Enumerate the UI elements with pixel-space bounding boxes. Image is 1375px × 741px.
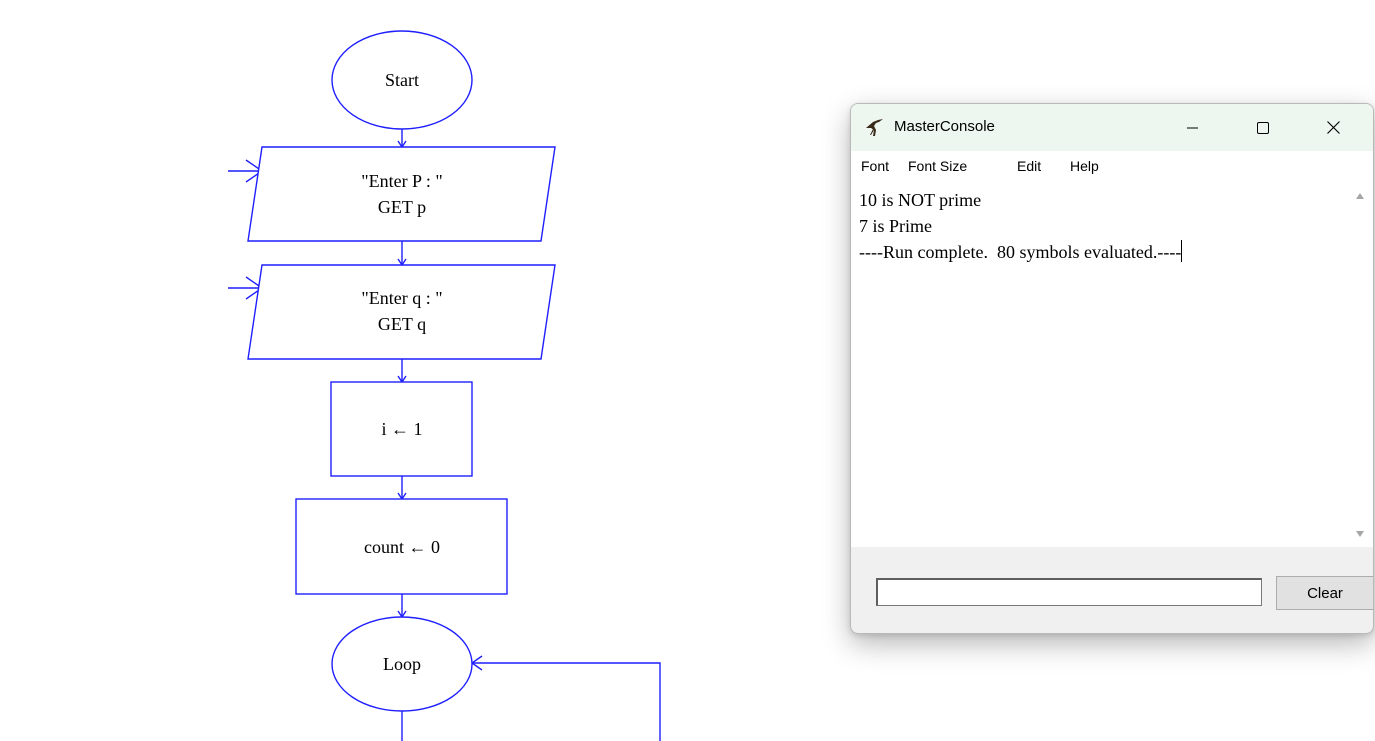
- output-line: 10 is NOT prime: [859, 190, 982, 210]
- scroll-down-arrow-icon[interactable]: [1356, 531, 1364, 537]
- output-line-text: ----Run complete. 80 symbols evaluated.-…: [859, 242, 1182, 262]
- output-line-last: ----Run complete. 80 symbols evaluated.-…: [859, 239, 1347, 265]
- master-console-window: MasterConsole Font Font Size Edit Help 1…: [850, 103, 1374, 634]
- flowchart-canvas: Start "Enter P : " GET p "Enter q : " GE…: [228, 30, 661, 741]
- menu-bar: Font Font Size Edit Help: [851, 151, 1373, 181]
- window-title: MasterConsole: [894, 118, 995, 135]
- minimize-icon: [1187, 127, 1198, 128]
- loop-label: Loop: [383, 654, 421, 674]
- title-bar[interactable]: MasterConsole: [851, 104, 1373, 151]
- input-p-get: GET p: [378, 197, 426, 217]
- command-input[interactable]: [876, 578, 1262, 606]
- menu-edit[interactable]: Edit: [1017, 158, 1042, 174]
- minimize-button[interactable]: [1170, 104, 1216, 151]
- console-output[interactable]: 10 is NOT prime 7 is Prime ----Run compl…: [851, 181, 1347, 547]
- output-line: 7 is Prime: [859, 216, 933, 236]
- assign-i-symbol[interactable]: i ← 1: [330, 381, 473, 477]
- assign-count-label: count ← 0: [364, 537, 440, 557]
- text-caret: [1181, 240, 1183, 262]
- menu-font[interactable]: Font: [861, 158, 890, 174]
- close-button[interactable]: [1310, 104, 1356, 151]
- start-label: Start: [385, 70, 419, 90]
- input-p-symbol[interactable]: "Enter P : " GET p: [247, 146, 556, 242]
- assign-i-label: i ← 1: [381, 419, 422, 439]
- clear-button[interactable]: Clear: [1276, 576, 1373, 610]
- output-scrollbar[interactable]: [1347, 181, 1373, 547]
- assign-count-symbol[interactable]: count ← 0: [295, 498, 508, 595]
- menu-font-size[interactable]: Font Size: [908, 158, 968, 174]
- raptor-icon: [866, 119, 883, 136]
- loop-symbol[interactable]: Loop: [331, 616, 473, 712]
- input-q-get: GET q: [378, 314, 426, 334]
- maximize-button[interactable]: [1240, 104, 1286, 151]
- start-terminal[interactable]: Start: [331, 30, 473, 130]
- maximize-icon: [1257, 121, 1269, 134]
- menu-help[interactable]: Help: [1070, 158, 1099, 174]
- scroll-up-arrow-icon[interactable]: [1356, 193, 1364, 199]
- input-q-symbol[interactable]: "Enter q : " GET q: [247, 264, 556, 360]
- input-p-prompt: "Enter P : ": [361, 171, 443, 191]
- input-q-prompt: "Enter q : ": [361, 288, 442, 308]
- close-icon: [1326, 121, 1340, 134]
